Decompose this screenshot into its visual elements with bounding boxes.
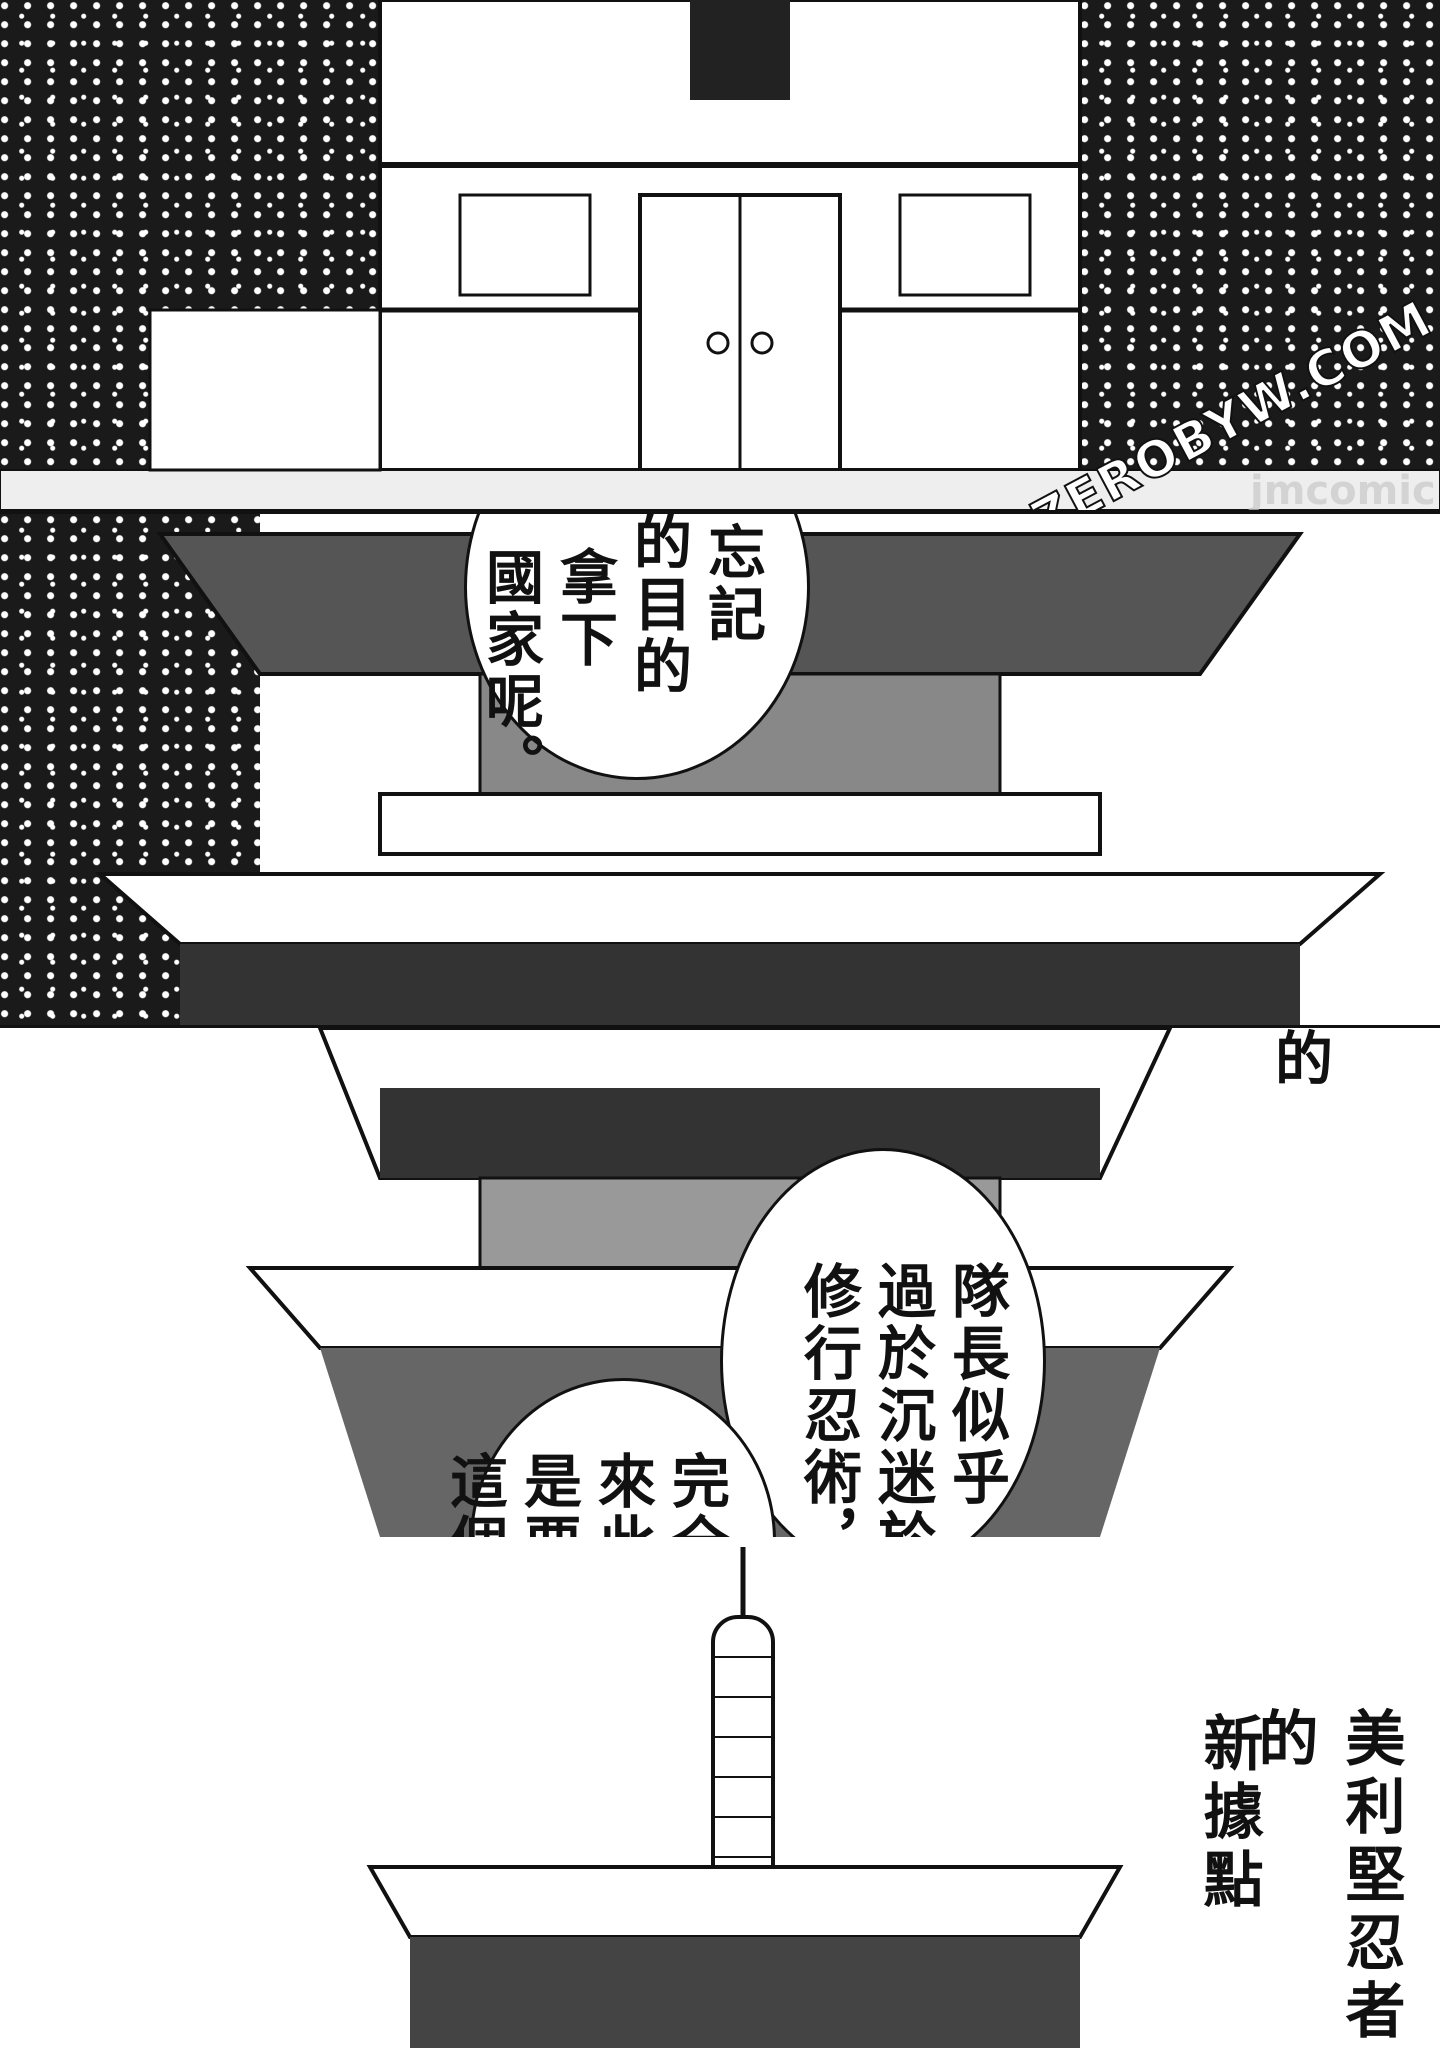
pagoda-spire-illustration [366,1547,1124,2048]
trees-left [0,0,400,510]
caption-col-2: 新據點 [1193,1712,1263,1916]
bubble-text-col-2: 來此 [588,1451,656,1537]
temple-facade-illustration [0,0,1440,510]
trees-right [1080,0,1440,510]
bubble-text-col-3: 是要 [514,1451,582,1537]
watermark-brand: jmcomic [1250,468,1436,514]
panel-temple-doors: ZEROBYW.COM jmcomic [0,0,1440,514]
bubble-text-col-2: 的目的 [624,514,692,698]
speech-bubble-top: 忘記 的目的 拿下 國家呢。 [464,514,810,795]
bubble-text-col-1: 忘記 [698,522,766,646]
speech-bubble-lower: 完全 來此 是要 這個 [440,1378,776,1537]
stray-caption-char: 的 [1265,1028,1333,1090]
bubble-text-col-4: 這個 [440,1451,508,1537]
speech-bubble-middle: 隊長似乎 過於沉迷於 修行忍術， [720,1148,1046,1537]
panel-pagoda-spire: 美利堅忍者的 新據點 [0,1537,1440,2048]
bubble-text-col-2: 過於沉迷於 [868,1261,936,1537]
bubble-text-col-3: 拿下 [550,547,618,671]
bubble-text-col-4: 國家呢。 [476,547,544,795]
caption-col-1: 美利堅忍者的 [1248,1707,1405,2047]
bubble-text-col-1: 隊長似乎 [942,1261,1010,1509]
panel-pagoda-middle: 的 隊長似乎 過於沉迷於 修行忍術， 完全 來此 是要 這個 [0,1028,1440,1537]
bubble-text-col-3: 修行忍術， [794,1261,862,1537]
panel-pagoda-upper: 忘記 的目的 拿下 國家呢。 [0,514,1440,1028]
bubble-text-col-1: 完全 [662,1451,730,1537]
